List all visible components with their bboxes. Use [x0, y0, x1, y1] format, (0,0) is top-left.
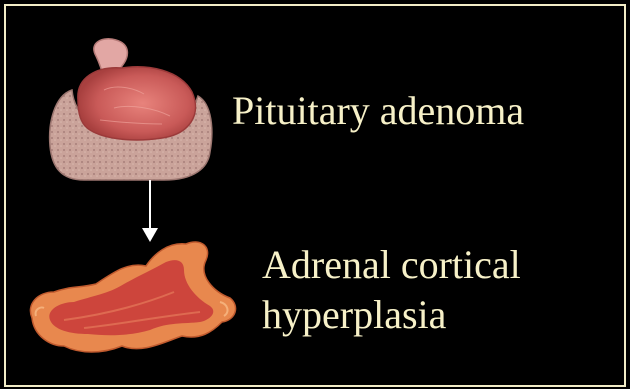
- adrenal-hyperplasia-image: [24, 236, 242, 356]
- adrenal-label-line-2: hyperplasia: [262, 290, 521, 340]
- down-arrow-icon: [138, 180, 162, 244]
- pituitary-adenoma-image: [44, 34, 216, 184]
- adenoma-mass: [78, 67, 196, 140]
- adrenal-hyperplasia-label: Adrenal cortical hyperplasia: [262, 240, 521, 340]
- pituitary-adenoma-label: Pituitary adenoma: [232, 86, 524, 136]
- adrenal-label-line-1: Adrenal cortical: [262, 240, 521, 290]
